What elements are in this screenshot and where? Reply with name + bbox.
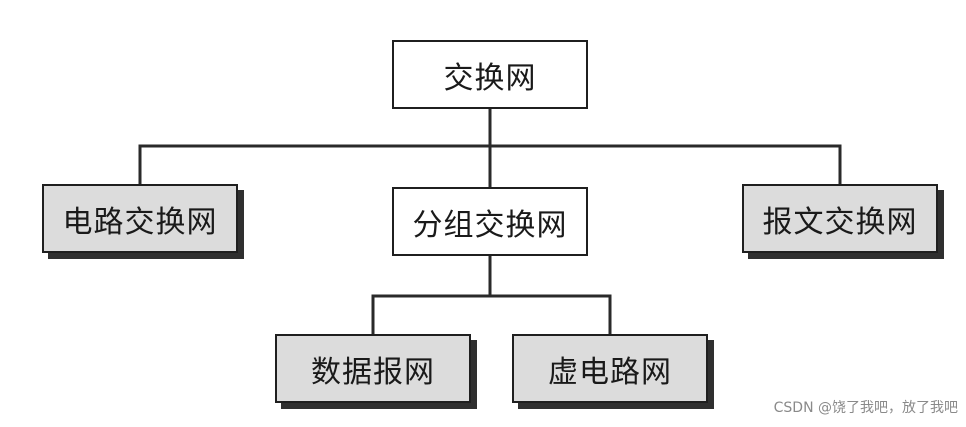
node-datagram-network: 数据报网 xyxy=(275,334,471,403)
node-circuit-switching-network: 电路交换网 xyxy=(42,184,238,253)
node-label: 数据报网 xyxy=(311,354,435,390)
node-label: 报文交换网 xyxy=(762,204,918,240)
node-label: 交换网 xyxy=(443,60,537,96)
node-packet-switching-network: 分组交换网 xyxy=(392,187,588,256)
node-message-switching-network: 报文交换网 xyxy=(742,184,938,253)
node-virtual-circuit-network: 虚电路网 xyxy=(512,334,708,403)
node-switching-network: 交换网 xyxy=(392,40,588,109)
node-label: 电路交换网 xyxy=(62,204,218,240)
node-label: 分组交换网 xyxy=(412,207,568,243)
node-label: 虚电路网 xyxy=(548,354,672,390)
watermark-text: CSDN @饶了我吧，放了我吧 xyxy=(773,400,958,416)
